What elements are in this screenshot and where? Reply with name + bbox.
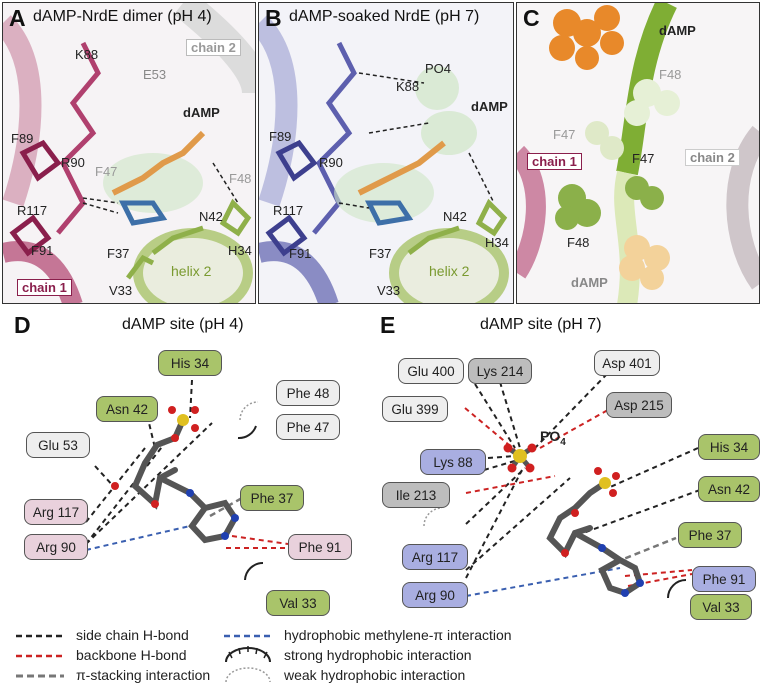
panel-e-interactions	[423, 373, 701, 599]
legend-pistack: π-stacking interaction	[76, 667, 211, 683]
label-c-chain1: chain 1	[527, 153, 582, 170]
box-asn42-d: Asn 42	[96, 396, 158, 422]
f48-top-spheres	[624, 79, 680, 126]
panel-a-chain1-label: chain 1	[17, 279, 72, 296]
panel-a: A dAMP-NrdE dimer (pH 4) chain 2 chain 1…	[2, 2, 256, 304]
damp-molecule-d	[131, 417, 239, 544]
box-ile213-e: Ile 213	[382, 482, 450, 508]
box-glu400-e: Glu 400	[398, 358, 464, 384]
panel-d: D dAMP site (pH 4) His 34 Asn 42 Phe 48 …	[0, 308, 380, 618]
panel-c-letter: C	[523, 5, 540, 31]
label-f47: F47	[95, 164, 118, 179]
panel-d-letter: D	[14, 312, 31, 338]
legend-methylene: hydrophobic methylene-π interaction	[284, 627, 512, 643]
box-phe37-d: Phe 37	[240, 485, 304, 511]
label-k88-b: K88	[396, 79, 420, 94]
f47-spheres	[585, 121, 624, 160]
legend: side chain H-bond backbone H-bond π-stac…	[0, 622, 762, 686]
box-arg90-e: Arg 90	[402, 582, 468, 608]
label-n42-b: N42	[443, 209, 467, 224]
label-po4-e: PO4	[540, 428, 566, 448]
box-arg117-e: Arg 117	[402, 544, 468, 570]
label-c-f48-bottom: F48	[567, 235, 590, 250]
label-r117: R117	[17, 203, 48, 218]
f47-f48-green-spheres	[555, 176, 664, 230]
label-e53: E53	[143, 67, 167, 82]
label-f91: F91	[31, 243, 54, 258]
box-glu399-e: Glu 399	[382, 396, 448, 422]
panel-b-structure	[259, 3, 513, 303]
label-helix2: helix 2	[171, 263, 212, 279]
label-r117-b: R117	[273, 203, 304, 218]
box-val33-d: Val 33	[266, 590, 330, 616]
label-r90-b: R90	[319, 155, 343, 170]
panel-d-interactions	[85, 379, 289, 581]
po4-subscript: 4	[560, 436, 566, 448]
panel-a-title: dAMP-NrdE dimer (pH 4)	[33, 8, 212, 25]
label-helix2-b: helix 2	[429, 263, 470, 279]
label-c-damp-top: dAMP	[659, 23, 696, 38]
panel-d-title: dAMP site (pH 4)	[122, 316, 244, 333]
box-his34-d: His 34	[158, 350, 222, 376]
damp-bottom-spheres	[619, 235, 670, 290]
label-f89: F89	[11, 131, 34, 146]
panel-e-title: dAMP site (pH 7)	[480, 316, 602, 333]
box-phe91-e: Phe 91	[692, 566, 756, 592]
box-arg90-d: Arg 90	[24, 534, 88, 560]
label-po4-b: PO4	[425, 61, 452, 76]
label-f48: F48	[229, 171, 252, 186]
label-c-chain2: chain 2	[685, 149, 740, 166]
panel-b-title: dAMP-soaked NrdE (pH 7)	[289, 8, 480, 25]
label-h34: H34	[228, 243, 252, 258]
label-c-f47-right: F47	[632, 151, 655, 166]
box-glu53-d: Glu 53	[26, 432, 90, 458]
panel-a-chain2-label: chain 2	[186, 39, 241, 56]
po4-text: PO	[540, 428, 561, 444]
legend-swatches	[16, 634, 272, 683]
box-phe37-e: Phe 37	[678, 522, 742, 548]
box-asp401-e: Asp 401	[594, 350, 660, 376]
label-c-f48-top: F48	[659, 67, 682, 82]
box-asp215-e: Asp 215	[606, 392, 672, 418]
label-f89-b: F89	[269, 129, 292, 144]
panel-a-letter: A	[9, 5, 26, 31]
label-c-f47-left: F47	[553, 127, 576, 142]
box-lys214-e: Lys 214	[468, 358, 532, 384]
panel-b: B dAMP-soaked NrdE (pH 7) PO4 K88 dAMP F…	[258, 2, 514, 304]
box-his34-e: His 34	[698, 434, 760, 460]
label-f91-b: F91	[289, 246, 312, 261]
box-phe91-d: Phe 91	[288, 534, 352, 560]
box-arg117-d: Arg 117	[24, 499, 88, 525]
label-damp-b: dAMP	[471, 99, 508, 114]
legend-backbone: backbone H-bond	[76, 647, 187, 663]
label-h34-b: H34	[485, 235, 509, 250]
box-lys88-e: Lys 88	[420, 449, 486, 475]
panel-e-letter: E	[380, 312, 396, 338]
label-n42: N42	[199, 209, 223, 224]
damp-top-spheres	[549, 5, 624, 70]
box-asn42-e: Asn 42	[698, 476, 760, 502]
panel-e: E dAMP site (pH 7) Glu 400 Lys 214 Asp 4…	[380, 308, 762, 620]
box-phe48-d: Phe 48	[276, 380, 340, 406]
label-r90: R90	[61, 155, 85, 170]
legend-strong: strong hydrophobic interaction	[284, 647, 472, 663]
box-phe47-d: Phe 47	[276, 414, 340, 440]
label-v33: V33	[109, 283, 133, 298]
box-val33-e: Val 33	[690, 594, 752, 620]
legend-sidechain: side chain H-bond	[76, 627, 189, 643]
label-f37-b: F37	[369, 246, 392, 261]
label-damp: dAMP	[183, 105, 220, 120]
label-f37: F37	[107, 246, 130, 261]
panel-c: C dAMP F48 F47 chain 1 F47 chain 2 F48 d…	[516, 2, 760, 304]
label-k88: K88	[75, 47, 99, 62]
label-v33-b: V33	[377, 283, 401, 298]
panel-b-letter: B	[265, 5, 282, 31]
legend-weak: weak hydrophobic interaction	[284, 667, 466, 683]
label-c-damp-bottom: dAMP	[571, 275, 608, 290]
